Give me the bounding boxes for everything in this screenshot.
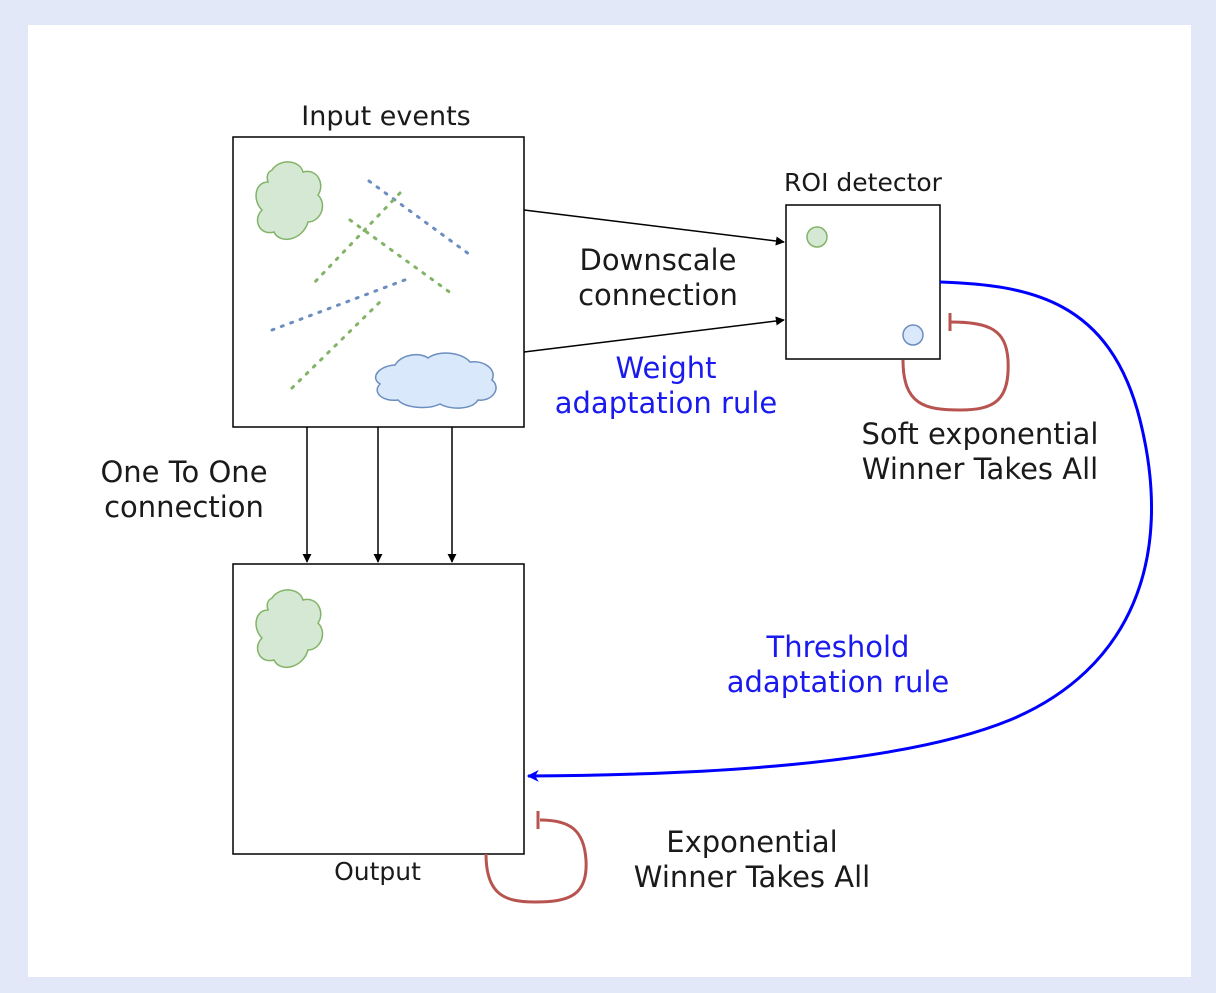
output-title: Output: [334, 857, 421, 886]
weight-adaptation-line1: Weight: [615, 351, 717, 385]
exp-wta-line1: Exponential: [666, 825, 838, 859]
downscale-arrow-top: [523, 209, 785, 246]
one-to-one-line2: connection: [104, 489, 264, 524]
output-green-cloud-icon: [255, 589, 324, 669]
roi-detector-title: ROI detector: [784, 168, 942, 197]
downscale-label: Downscale connection: [548, 243, 768, 313]
downscale-arrow-bottom: [523, 316, 785, 353]
one-to-one-arrows: [302, 427, 457, 563]
downscale-label-line2: connection: [578, 277, 738, 312]
roi-green-dot: [806, 226, 828, 248]
green-cloud-icon: [255, 161, 324, 241]
threshold-adaptation-line1: Threshold: [766, 630, 910, 664]
roi-blue-dot: [902, 324, 924, 346]
blue-cloud-icon: [374, 352, 497, 409]
diagram-panel: [28, 25, 1191, 977]
soft-wta-line2: Winner Takes All: [861, 451, 1099, 486]
exp-wta-label: Exponential Winner Takes All: [600, 825, 904, 895]
exp-wta-line2: Winner Takes All: [633, 859, 871, 894]
weight-adaptation-label: Weight adaptation rule: [530, 351, 802, 421]
soft-wta-label: Soft exponential Winner Takes All: [826, 417, 1134, 487]
downscale-label-line1: Downscale: [579, 243, 737, 277]
one-to-one-label: One To One connection: [70, 455, 298, 525]
threshold-adaptation-line2: adaptation rule: [726, 664, 950, 699]
input-events-title: Input events: [301, 101, 471, 132]
weight-adaptation-line2: adaptation rule: [554, 385, 778, 420]
threshold-adaptation-label: Threshold adaptation rule: [700, 630, 976, 700]
roi-inhibition-loop: [901, 320, 1010, 412]
event-traces: [270, 179, 475, 390]
threshold-feedback-arrow: [526, 280, 1153, 782]
one-to-one-line1: One To One: [100, 455, 268, 489]
soft-wta-line1: Soft exponential: [861, 417, 1099, 451]
output-inhibition-loop: [484, 818, 588, 904]
